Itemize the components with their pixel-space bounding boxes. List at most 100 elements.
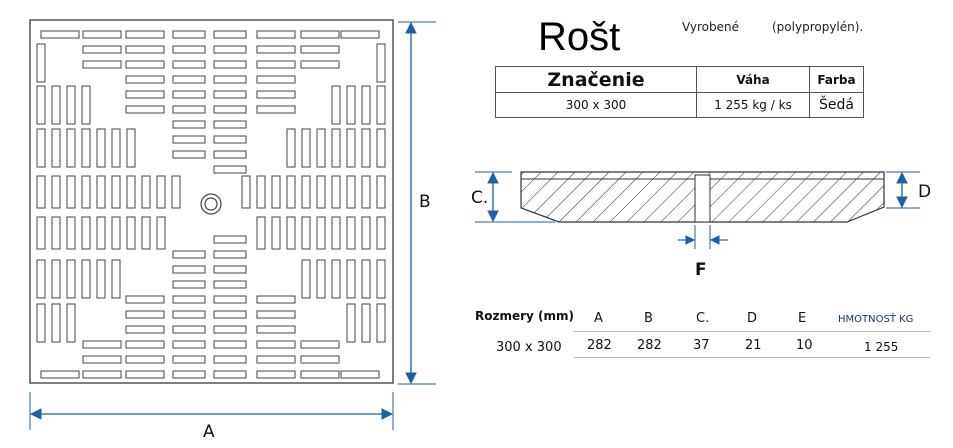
- grate-slot: [82, 45, 122, 54]
- grate-slot: [36, 43, 46, 83]
- dimension-b: [398, 21, 436, 385]
- grate-slot: [82, 355, 122, 364]
- grate-slot: [213, 370, 247, 379]
- grate-slot: [66, 259, 76, 299]
- grate-slot: [81, 175, 91, 209]
- grate-slot: [316, 128, 326, 168]
- grate-slot: [213, 355, 247, 364]
- grate-slot: [376, 303, 386, 343]
- dimensions-value-c: 37: [693, 338, 710, 353]
- grate-slot: [256, 340, 296, 349]
- grate-slot: [213, 165, 247, 174]
- grate-slot: [126, 216, 136, 250]
- dimension-d-label: D: [918, 182, 932, 202]
- grate-slot: [346, 216, 356, 250]
- grate-outline: [29, 19, 394, 384]
- material-note-label: Vyrobené: [682, 20, 739, 34]
- grate-slot: [82, 60, 122, 69]
- grate-slot: [171, 175, 181, 209]
- grate-slot: [213, 310, 247, 319]
- grate-slot: [256, 75, 296, 84]
- grate-slot: [213, 135, 247, 144]
- grate-slot: [271, 175, 281, 209]
- grate-slot: [126, 128, 136, 168]
- dimensions-header-b: B: [644, 311, 653, 326]
- grate-slot: [331, 128, 341, 168]
- grate-slot: [82, 370, 122, 379]
- grate-slot: [376, 85, 386, 125]
- grate-slot: [286, 128, 296, 168]
- grate-slot: [81, 128, 91, 168]
- dimensions-value-b: 282: [637, 338, 662, 353]
- grate-slot: [361, 259, 371, 299]
- grate-slot: [213, 45, 247, 54]
- spec-table: Značenie Váha Farba 300 x 300 1 255 kg /…: [495, 66, 864, 118]
- spec-header-designation: Značenie: [495, 66, 697, 93]
- grate-slot: [213, 60, 247, 69]
- grate-slot: [66, 128, 76, 168]
- grate-slot: [256, 325, 296, 334]
- grate-slot: [213, 325, 247, 334]
- grate-slot: [81, 216, 91, 250]
- grate-slot: [300, 30, 340, 39]
- grate-slot: [51, 85, 61, 125]
- section-body: [520, 171, 885, 223]
- section-slot: [694, 174, 711, 223]
- grate-slot: [172, 265, 206, 274]
- dimensions-header-rule: [574, 331, 930, 332]
- grate-slot: [213, 250, 247, 259]
- grate-slot: [213, 75, 247, 84]
- grate-slot: [172, 135, 206, 144]
- grate-slot: [125, 90, 165, 99]
- grate-slot: [361, 175, 371, 209]
- grate-slot: [241, 175, 251, 209]
- grate-slot: [316, 259, 326, 299]
- grate-slot: [346, 128, 356, 168]
- dimensions-header-d: D: [747, 311, 758, 326]
- grate-slot: [66, 303, 76, 343]
- grate-slot: [66, 85, 76, 125]
- grate-slot: [172, 90, 206, 99]
- grate-slot: [331, 175, 341, 209]
- grate-slot: [126, 175, 136, 209]
- grate-slot: [172, 105, 206, 114]
- dimensions-value-a: 282: [587, 338, 612, 353]
- grate-slot: [125, 325, 165, 334]
- grate-slot: [340, 30, 380, 39]
- grate-slot: [172, 295, 206, 304]
- grate-slot: [172, 150, 206, 159]
- grate-slot: [256, 355, 296, 364]
- grate-slot: [111, 175, 121, 209]
- page-title: Rošt: [538, 15, 621, 59]
- grate-slot: [271, 216, 281, 250]
- grate-slot: [376, 128, 386, 168]
- dimensions-bottom-rule: [574, 357, 930, 358]
- grate-slot: [316, 175, 326, 209]
- grate-slot: [66, 175, 76, 209]
- grate-slot: [361, 303, 371, 343]
- grate-slot: [361, 128, 371, 168]
- grate-slot: [96, 128, 106, 168]
- grate-slot: [256, 216, 266, 250]
- grate-slot: [111, 259, 121, 299]
- grate-slot: [125, 75, 165, 84]
- grate-slot: [256, 295, 296, 304]
- grate-slot: [51, 128, 61, 168]
- grate-slot: [346, 259, 356, 299]
- grate-slot: [172, 250, 206, 259]
- grate-slot: [125, 355, 165, 364]
- spec-table-header: Značenie Váha Farba: [495, 66, 864, 93]
- grate-slot: [256, 45, 296, 54]
- grate-slot: [301, 128, 311, 168]
- dimension-a-label: A: [203, 422, 215, 442]
- spec-cell-designation: 300 x 300: [495, 92, 697, 118]
- grate-slot: [36, 128, 46, 168]
- grate-slot: [51, 303, 61, 343]
- grate-slot: [36, 85, 46, 125]
- spec-cell-weight: 1 255 kg / ks: [696, 92, 810, 118]
- grate-slot: [300, 370, 340, 379]
- grate-slot: [96, 259, 106, 299]
- grate-slots: [36, 30, 386, 379]
- grate-slot: [172, 370, 206, 379]
